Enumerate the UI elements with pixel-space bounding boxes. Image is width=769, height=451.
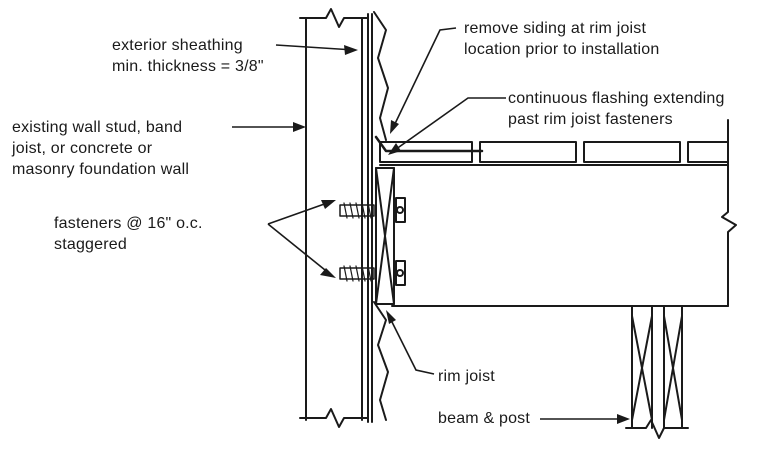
sheathing [367,13,373,423]
label-flashing: continuous flashing extending past rim j… [508,90,725,128]
label-beam-post: beam & post [438,410,531,427]
rim-joist [375,167,395,305]
flashing [374,135,484,153]
beam-post [625,305,689,439]
label-rim-joist: rim joist [438,368,495,385]
joist [379,164,737,307]
fastener-top [339,197,406,223]
fastener-bottom [339,260,406,286]
label-remove-siding: remove siding at rim joist location prio… [464,20,660,58]
label-exterior-sheathing: exterior sheathing min. thickness = 3/8" [112,37,264,75]
decking [379,119,729,166]
label-existing-wall: existing wall stud, band joist, or concr… [12,119,190,178]
wall-stud [299,8,369,428]
label-fasteners: fasteners @ 16" o.c. staggered [54,215,203,253]
siding [373,11,389,421]
